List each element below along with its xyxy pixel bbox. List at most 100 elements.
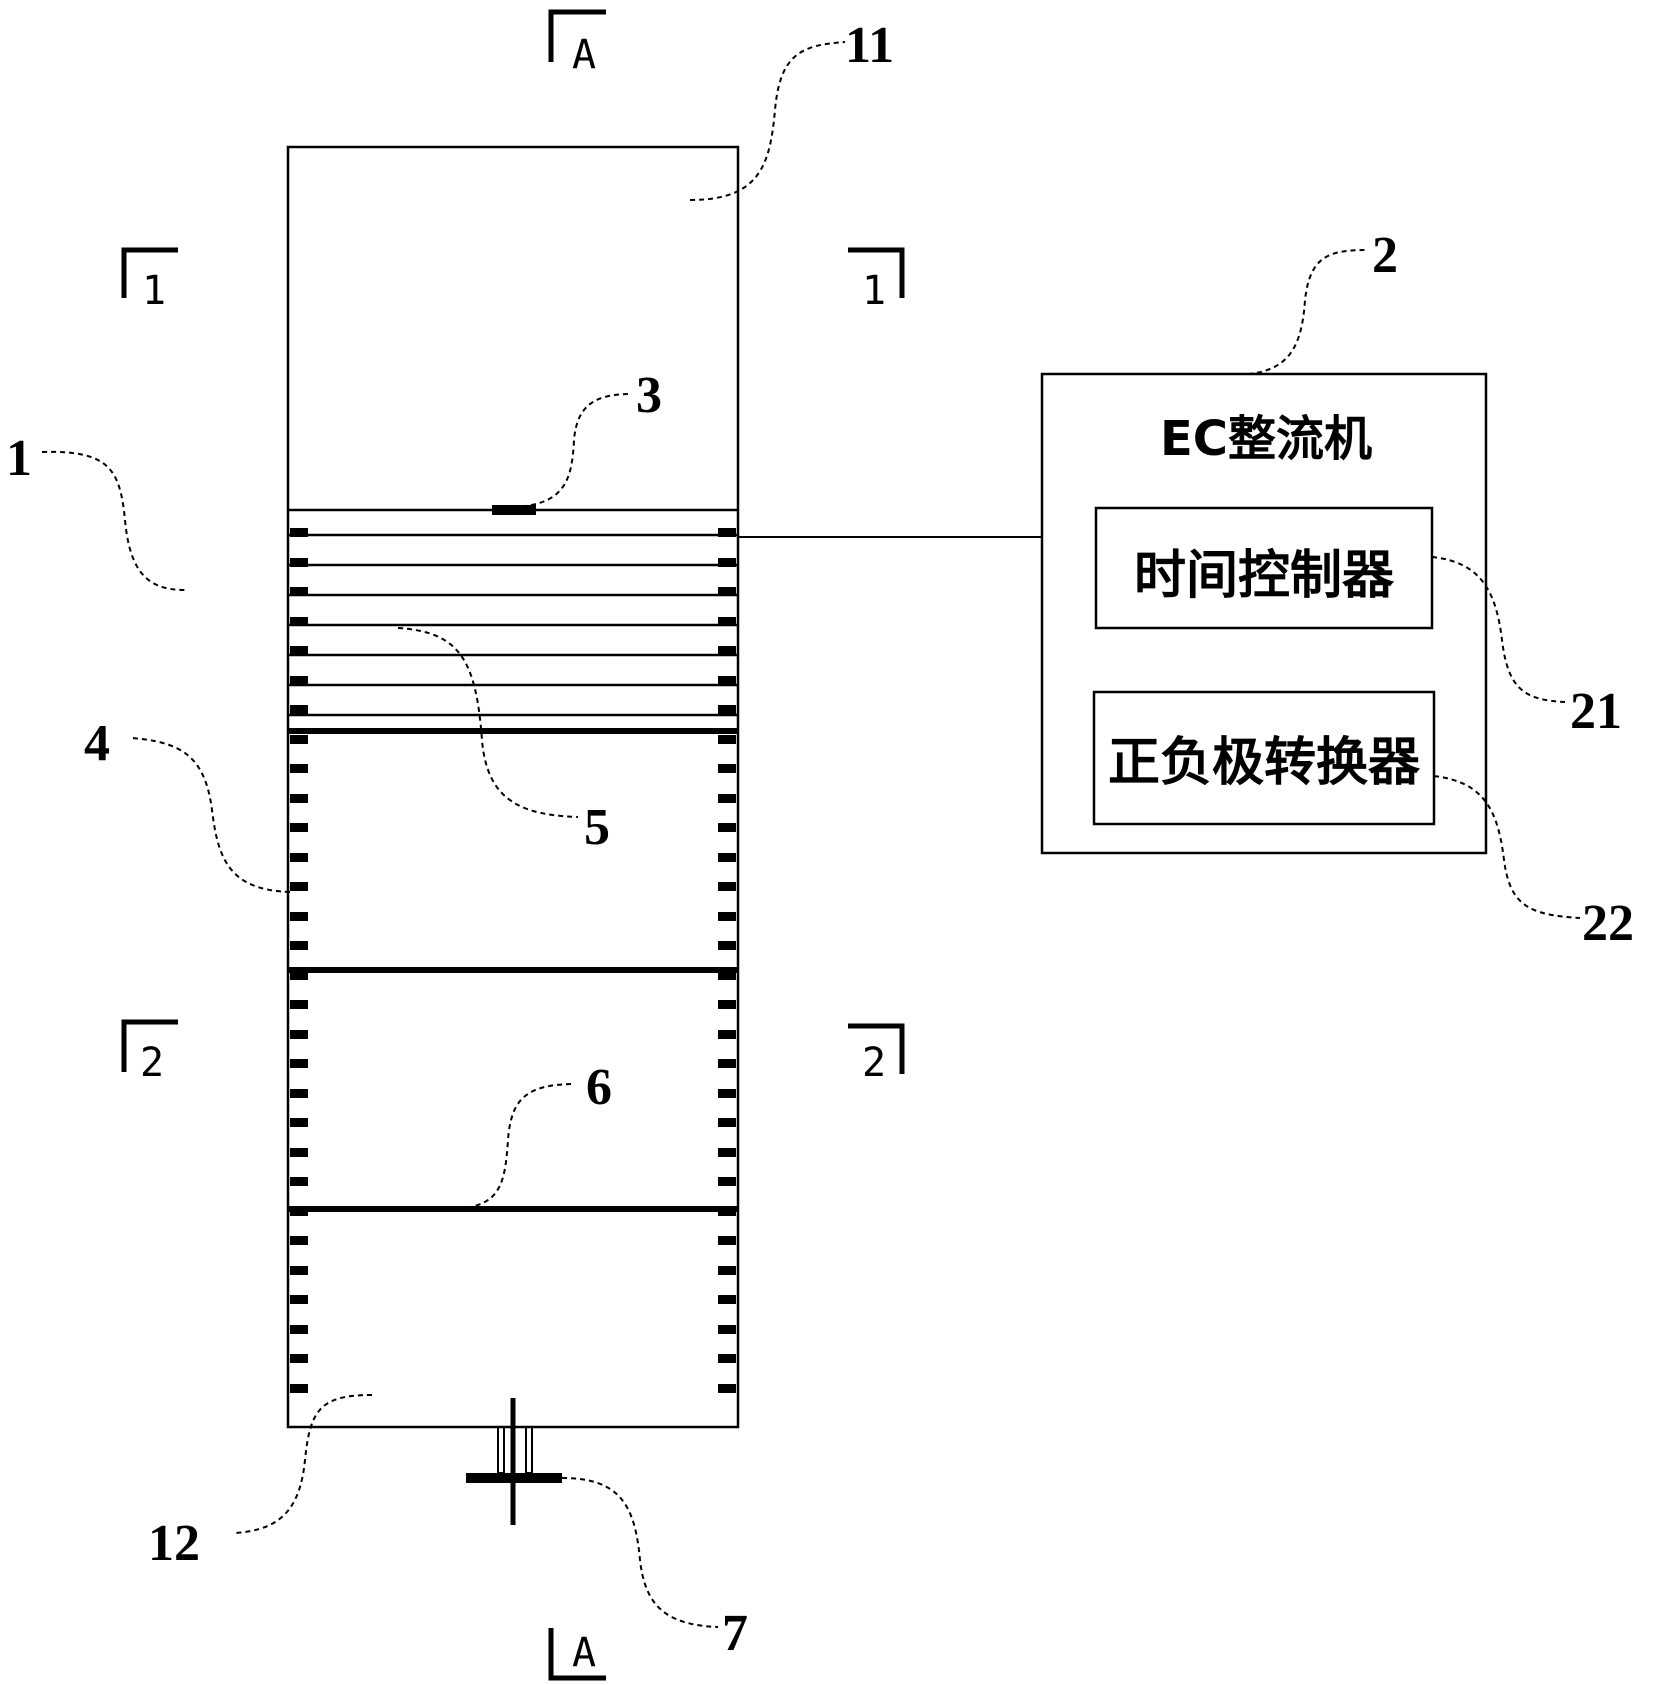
section-1-right-bracket [848,247,905,298]
wall-notch [290,646,308,655]
wall-notch [290,882,308,891]
wall-notch [718,528,736,537]
section-1-left-bracket [121,247,178,298]
label-2: 2 [1372,227,1398,284]
polarity-switcher-label: 正负极转换器 [1108,733,1421,793]
wall-notch [718,794,736,803]
wall-notch [718,1177,736,1186]
wall-notch [718,941,736,950]
wall-notch [718,1266,736,1275]
wall-notch [290,1030,308,1039]
label-4: 4 [84,715,110,772]
wall-notch [718,912,736,921]
ec-rectifier: EC整流机 时间控制器 正负极转换器 [1040,372,1488,855]
wall-notch [290,1059,308,1068]
leader-21 [1431,556,1566,703]
wall-notch [718,1325,736,1334]
wall-notch [290,1118,308,1127]
valve-stem-right [525,1426,533,1474]
wall-notch [290,1177,308,1186]
wall-notch [290,1266,308,1275]
wall-notch [290,1354,308,1363]
leader-2 [1247,249,1369,375]
wall-notch [290,1295,308,1304]
wall-notch [718,1089,736,1098]
wall-notch [290,971,308,980]
wall-notch [718,853,736,862]
wall-notch [290,676,308,685]
section-a-bottom-letter: A [572,1630,596,1676]
label-21: 21 [1570,683,1622,740]
wall-notch [290,912,308,921]
leader-lines [41,41,1581,1628]
wall-notch [290,1207,308,1216]
label-7: 7 [722,1605,748,1662]
wall-notch [290,1236,308,1245]
wall-notch [290,794,308,803]
section-2-right-bracket [848,1023,905,1074]
wall-notch [290,1384,308,1393]
wall-notch [290,941,308,950]
section-2-left-number: 2 [140,1040,164,1086]
valve-stem-left [497,1426,505,1474]
wall-notch [718,1118,736,1127]
section-a-top-bracket [548,9,606,62]
wall-notch [718,1236,736,1245]
wall-notch [718,587,736,596]
time-controller-box [1094,506,1434,630]
wall-notch [290,558,308,567]
leader-5 [397,627,579,818]
label-12: 12 [148,1515,200,1572]
label-22: 22 [1582,895,1634,952]
leader-4 [131,737,291,893]
wall-notch [718,764,736,773]
leader-12 [234,1394,373,1534]
wall-notches [290,528,736,1393]
leader-7 [561,1477,719,1628]
wall-notch [718,823,736,832]
wall-notch [718,705,736,714]
rectifier-box [1040,372,1488,855]
time-controller-label: 时间控制器 [1134,546,1395,606]
tank-outline [286,145,740,1429]
polarity-switcher-box [1092,690,1436,826]
wall-notch [718,646,736,655]
wall-notch [718,1207,736,1216]
label-6: 6 [586,1059,612,1116]
wall-notch [718,971,736,980]
wall-notch [718,1354,736,1363]
wall-notch [718,882,736,891]
wall-notch [290,1325,308,1334]
reference-numerals: 11 1 2 3 4 5 6 7 12 21 22 [6,17,1634,1662]
electrode-plates [288,533,738,717]
wall-notch [718,1384,736,1393]
wall-notch [290,587,308,596]
section-marks: A A 1 1 2 2 [121,9,905,1681]
wall-notch [290,1000,308,1009]
leader-6 [457,1083,573,1210]
item-3-fitting [492,505,536,515]
wall-notch [718,676,736,685]
leader-3 [512,393,633,508]
section-1-left-number: 1 [142,268,166,314]
rectifier-title: EC整流机 [1160,411,1372,467]
wall-notch [718,1000,736,1009]
label-3: 3 [636,367,662,424]
leader-22 [1433,775,1581,919]
wall-notch [290,853,308,862]
section-1-right-number: 1 [862,268,886,314]
wall-notch [718,558,736,567]
leader-11 [689,41,846,201]
wall-notch [290,705,308,714]
wall-notch [290,735,308,744]
wall-notch [718,1295,736,1304]
valve-handle [466,1473,562,1483]
label-1: 1 [6,430,32,487]
wall-notch [290,1089,308,1098]
section-a-top-letter: A [572,32,596,78]
drain-valve [466,1398,562,1525]
label-5: 5 [584,799,610,856]
tank [286,145,740,1429]
label-11: 11 [845,17,894,74]
